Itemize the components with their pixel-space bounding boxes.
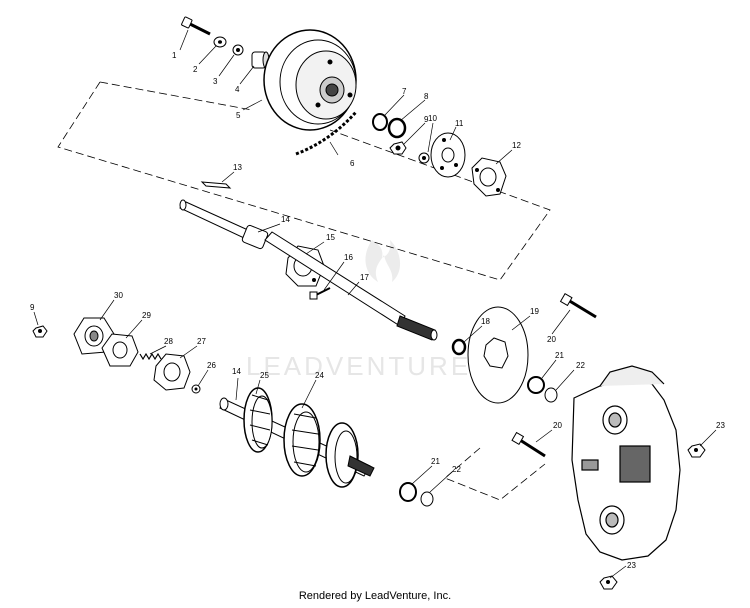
callout-6: 6 [350,159,355,168]
callout-22-lower: 22 [452,465,461,474]
callout-9-upper: 9 [424,115,429,124]
part-case-seal-lower [399,482,417,502]
part-driven-sheave [263,29,357,131]
leader-lines [33,29,717,579]
part-brake-disc [467,306,529,404]
callout-23-right: 23 [716,421,725,430]
callout-14-upper: 14 [281,215,290,224]
part-case-seal [527,376,545,394]
callout-17: 17 [360,273,369,282]
part-gasket-flange [101,333,139,367]
callout-29: 29 [142,311,151,320]
part-flange-bolt [309,287,331,300]
part-lock-washer [418,152,430,164]
callout-1: 1 [172,51,177,60]
part-driveshaft [264,231,438,341]
part-bearing [387,117,407,139]
part-flange-nut-bottom [599,575,618,590]
part-flange-nut-right [687,443,706,458]
part-flange-plate [430,132,466,178]
part-nut [389,141,407,155]
callout-21-lower: 21 [431,457,440,466]
callout-21-upper: 21 [555,351,564,360]
callout-25: 25 [260,371,269,380]
leadventure-watermark: LEADVENTURE [246,240,471,381]
part-case-bolt [559,292,597,319]
rendered-by-footer: Rendered by LeadVenture, Inc. [298,590,452,602]
callout-26: 26 [207,361,216,370]
part-bearing-flange-lower [153,353,191,391]
callout-15: 15 [326,233,335,242]
part-woodruff-key [200,181,232,189]
callout-4: 4 [235,85,240,94]
callout-27: 27 [197,337,206,346]
callout-22-upper: 22 [576,361,585,370]
part-thrust-washer-lower [420,491,434,507]
part-bolt [181,16,211,36]
callout-28: 28 [164,337,173,346]
callout-14-lower: 14 [232,367,241,376]
callout-8: 8 [424,92,429,101]
callout-labels: 1 2 3 4 5 6 7 8 9 10 11 12 13 14 15 16 1… [30,51,725,570]
callout-19: 19 [530,307,539,316]
callout-3: 3 [213,77,218,86]
part-chaincase-housing [571,365,681,561]
callout-12: 12 [512,141,521,150]
callout-23-bottom: 23 [627,561,636,570]
part-case-bolt-lower [511,431,546,458]
watermark-text: LEADVENTURE [246,351,471,381]
callout-7: 7 [402,87,407,96]
callout-10: 10 [428,114,437,123]
part-small-nut [191,384,201,394]
part-drive-chain [295,111,358,156]
callout-2: 2 [193,65,198,74]
callout-20-lower: 20 [553,421,562,430]
part-washer-small [232,44,244,56]
part-thrust-washer [544,387,558,403]
callout-24: 24 [315,371,324,380]
callout-16: 16 [344,253,353,262]
callout-18: 18 [481,317,490,326]
part-bearing-flange [471,157,507,197]
part-o-ring [451,338,467,356]
callout-30: 30 [114,291,123,300]
callout-9-lower: 9 [30,303,35,312]
part-washer [213,36,227,48]
part-nut-lower [32,325,48,338]
callout-13: 13 [233,163,242,172]
part-jackshaft [179,199,269,250]
part-seal [372,113,388,131]
part-spring [139,352,162,361]
callout-11: 11 [455,119,464,128]
callout-20-upper: 20 [547,335,556,344]
part-track-driveshaft [219,387,375,488]
callout-5: 5 [236,111,241,120]
